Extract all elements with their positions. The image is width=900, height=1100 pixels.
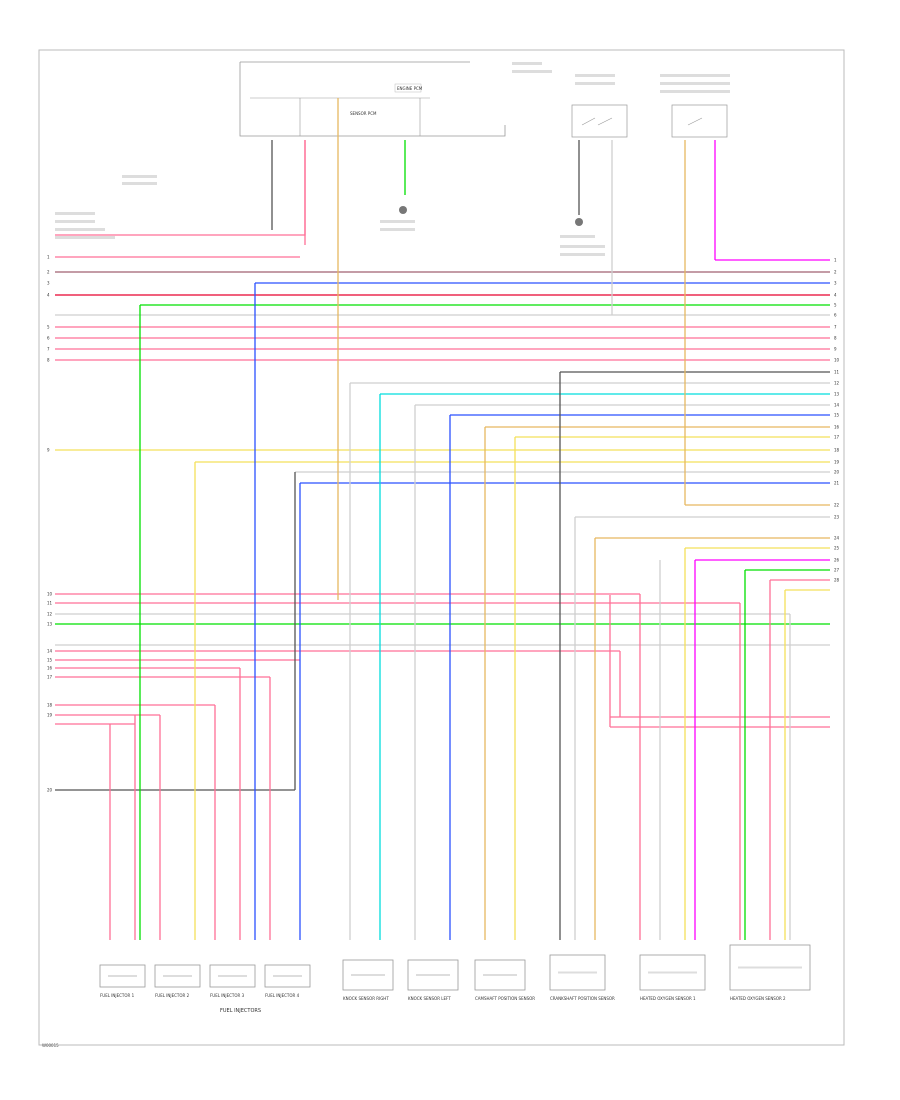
component-label: FUEL INJECTOR 1 (100, 993, 135, 998)
module-sub-label: SENSOR PCM (350, 111, 377, 116)
right-pin-number: 23 (834, 515, 840, 520)
component-c2: FUEL INJECTOR 2 (154, 964, 201, 998)
right-pin-number: 18 (834, 448, 840, 453)
module-top-label: ENGINE PCM (397, 86, 423, 91)
component-label: HEATED OXYGEN SENSOR 2 (730, 996, 786, 1001)
left-pin-number: 8 (47, 358, 50, 363)
right-pin-number: 1 (834, 258, 837, 263)
right-pin-number: 8 (834, 336, 837, 341)
component-c9: HEATED OXYGEN SENSOR 1 (639, 954, 706, 1001)
component-c8: CRANKSHAFT POSITION SENSOR (549, 954, 615, 1001)
component-label: KNOCK SENSOR RIGHT (343, 996, 389, 1001)
component-label: FUEL INJECTOR 2 (155, 993, 190, 998)
left-pin-number: 18 (47, 703, 53, 708)
left-pin-number: 7 (47, 347, 50, 352)
right-pin-number: 5 (834, 303, 837, 308)
figure-code: W00015 (42, 1043, 59, 1048)
left-pin-number: 9 (47, 448, 50, 453)
left-pin-number: 17 (47, 675, 53, 680)
right-pin-number: 2 (834, 270, 837, 275)
right-pin-number: 7 (834, 325, 837, 330)
right-pin-number: 6 (834, 313, 837, 318)
component-c10: HEATED OXYGEN SENSOR 2 (729, 944, 811, 1001)
component-label: FUEL INJECTOR 3 (210, 993, 245, 998)
component-label: CAMSHAFT POSITION SENSOR (475, 996, 535, 1001)
left-labels (55, 175, 605, 256)
right-pin-number: 17 (834, 435, 840, 440)
component-c6: KNOCK SENSOR LEFT (407, 959, 459, 1001)
right-pin-number: 20 (834, 470, 840, 475)
top-module: ENGINE PCM SENSOR PCM (239, 61, 506, 137)
left-pin-number: 6 (47, 336, 50, 341)
group-caption: FUEL INJECTORS (220, 1008, 261, 1014)
right-pin-number: 19 (834, 460, 840, 465)
left-pin-number: 3 (47, 281, 50, 286)
right-pin-number: 26 (834, 558, 840, 563)
ground-icon (575, 218, 583, 226)
bus-wire (55, 140, 306, 236)
right-pin-number: 27 (834, 568, 840, 573)
component-c3: FUEL INJECTOR 3 (209, 964, 256, 998)
component-c7: CAMSHAFT POSITION SENSOR (474, 959, 535, 1001)
right-pin-number: 22 (834, 503, 840, 508)
right-pin-number: 10 (834, 358, 840, 363)
component-c5: KNOCK SENSOR RIGHT (342, 959, 394, 1001)
right-pin-number: 11 (834, 370, 840, 375)
left-pin-number: 16 (47, 666, 53, 671)
left-pin-number: 14 (47, 649, 53, 654)
right-pin-number: 21 (834, 481, 840, 486)
left-pin-number: 1 (47, 255, 50, 260)
left-pin-number: 10 (47, 592, 53, 597)
wires-group (55, 98, 830, 940)
pin-numbers-group: 1234567891011121314151617181920123456789… (47, 255, 840, 793)
right-pin-number: 12 (834, 381, 840, 386)
component-label: CRANKSHAFT POSITION SENSOR (550, 996, 615, 1001)
ground-icon (399, 206, 407, 214)
right-pin-number: 28 (834, 578, 840, 583)
right-pin-number: 24 (834, 536, 840, 541)
right-pin-number: 4 (834, 293, 837, 298)
left-pin-number: 12 (47, 612, 53, 617)
component-c1: FUEL INJECTOR 1 (99, 964, 146, 998)
diagram-border (38, 49, 845, 1046)
right-pin-number: 3 (834, 281, 837, 286)
left-pin-number: 2 (47, 270, 50, 275)
right-pin-number: 14 (834, 403, 840, 408)
left-pin-number: 15 (47, 658, 53, 663)
component-label: FUEL INJECTOR 4 (265, 993, 300, 998)
right-pin-number: 16 (834, 425, 840, 430)
right-pin-number: 13 (834, 392, 840, 397)
left-pin-number: 19 (47, 713, 53, 718)
left-pin-number: 5 (47, 325, 50, 330)
left-pin-number: 11 (47, 601, 53, 606)
right-pin-number: 25 (834, 546, 840, 551)
components-group: FUEL INJECTOR 1 FUEL INJECTOR 2 FUEL INJEC… (99, 944, 811, 1001)
right-pin-number: 9 (834, 347, 837, 352)
component-label: HEATED OXYGEN SENSOR 1 (640, 996, 696, 1001)
left-pin-number: 4 (47, 293, 50, 298)
left-pin-number: 13 (47, 622, 53, 627)
left-pin-number: 20 (47, 788, 53, 793)
right-pin-number: 15 (834, 413, 840, 418)
component-c4: FUEL INJECTOR 4 (264, 964, 311, 998)
top-right-switches (512, 62, 730, 138)
component-label: KNOCK SENSOR LEFT (408, 996, 451, 1001)
